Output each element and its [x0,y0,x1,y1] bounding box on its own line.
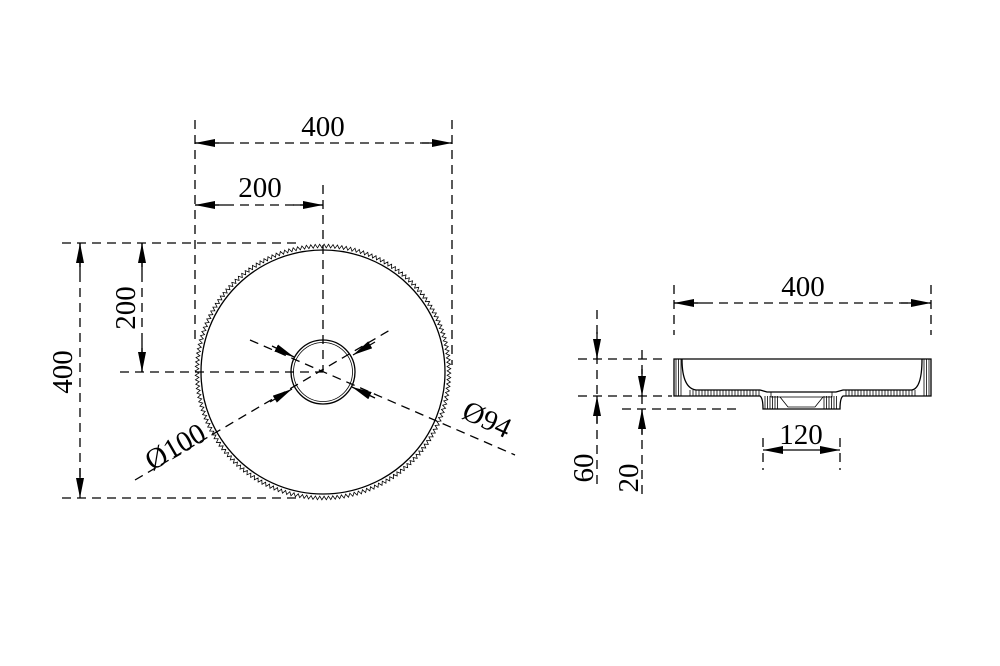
width-label: 400 [301,111,345,143]
side-width-label: 400 [781,271,825,303]
top-view: 400 200 400 200 Ø100 Ø94 [47,111,517,501]
basin-profile [673,358,932,410]
arrow [271,344,295,358]
drain-inner-diameter-label: Ø94 [457,395,516,445]
height-label: 400 [47,350,79,394]
arrow [352,341,376,356]
drain-width-label: 120 [779,419,823,451]
basin-inner-profile [681,358,923,393]
diameter-leader-100 [134,329,391,481]
drain-body [779,396,824,408]
drain-height-label: 20 [613,464,645,493]
section-hatching [675,359,930,409]
arrow [351,386,376,400]
drain-top [770,391,833,398]
drain-outer-diameter-label: Ø100 [140,417,212,477]
side-view: 400 60 20 120 [568,271,932,500]
diameter-leader-94 [249,339,516,456]
half-height-label: 200 [110,286,142,330]
side-height-label: 60 [568,454,600,483]
half-width-label: 200 [238,172,282,204]
arrow [269,388,293,403]
